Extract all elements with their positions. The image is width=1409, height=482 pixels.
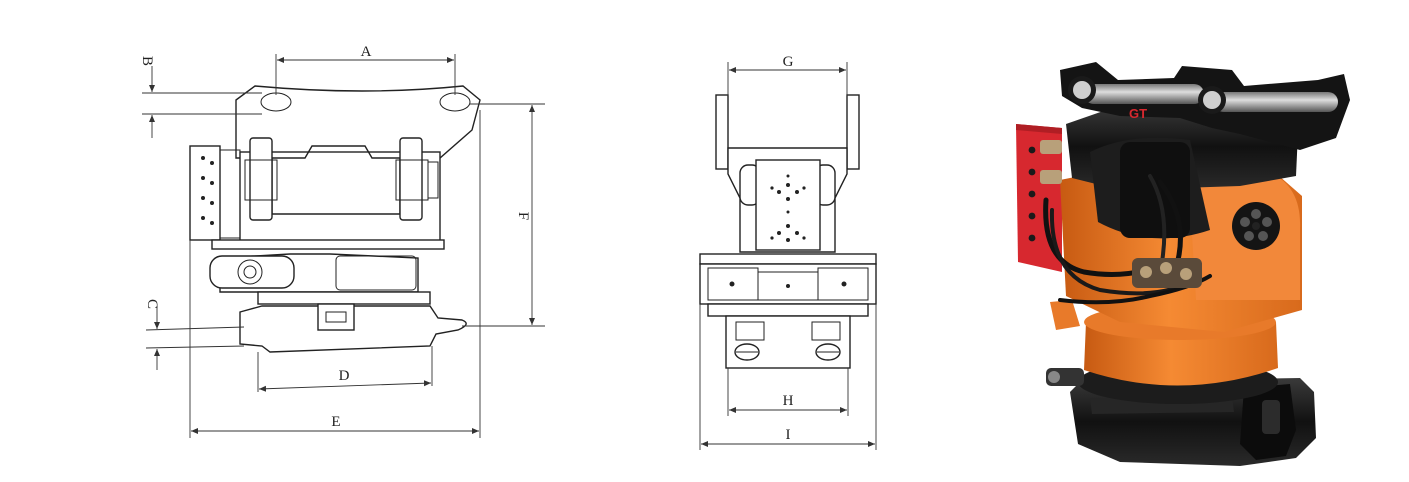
black-tilt-head: GT — [1060, 62, 1350, 239]
dimension-label-c: C — [144, 299, 160, 309]
dimension-label-a: A — [361, 44, 372, 60]
front-view-dimensions: G H I — [699, 54, 877, 450]
front-view-drawing — [699, 94, 877, 369]
side-view-dimensions: A B F C D E — [139, 44, 545, 438]
dimension-label-b: B — [139, 56, 155, 66]
hose-fittings — [1040, 140, 1202, 288]
dimension-label-g: G — [783, 54, 794, 70]
dimension-label-h: H — [783, 393, 794, 409]
dimension-label-f: F — [515, 212, 531, 220]
dimension-label-i: I — [786, 427, 791, 443]
side-view-drawing — [189, 85, 481, 353]
product-photo: GT — [1016, 62, 1350, 466]
dimension-label-d: D — [339, 368, 350, 384]
dimension-label-e: E — [331, 414, 340, 430]
brand-logo: GT — [1129, 106, 1147, 121]
